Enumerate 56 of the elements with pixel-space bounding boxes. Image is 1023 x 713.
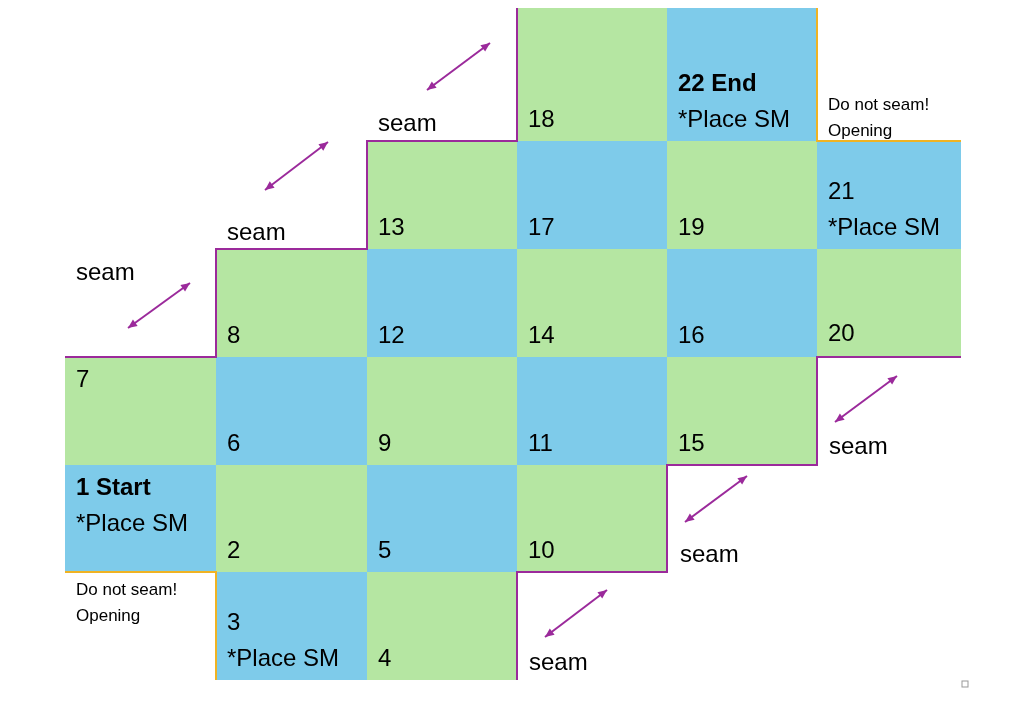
grid-square: [216, 357, 367, 465]
square-number: 17: [528, 212, 556, 242]
square-number: 2: [227, 535, 242, 565]
square-number: 22 End: [678, 68, 758, 98]
grid-square: [367, 249, 517, 357]
grid-square: [667, 357, 817, 465]
grid-square: [216, 572, 367, 680]
square-number: 9: [378, 428, 393, 458]
square-number: 15: [678, 428, 706, 458]
square-number: 11: [528, 428, 554, 458]
seam-label: seam: [227, 217, 286, 247]
square-note: *Place SM: [76, 508, 190, 538]
grid-square: [367, 141, 517, 249]
grid-square: [817, 141, 961, 249]
seam-label: seam: [680, 539, 739, 569]
square-note: *Place SM: [227, 643, 341, 673]
square-number: 6: [227, 428, 242, 458]
square-number: 21: [828, 176, 856, 206]
square-number: 5: [378, 535, 393, 565]
grid-square: [65, 465, 216, 572]
seam-label: seam: [378, 108, 437, 138]
square-number: 3: [227, 607, 242, 637]
grid-square: [517, 357, 667, 465]
square-number: 20: [828, 318, 856, 348]
square-note: *Place SM: [678, 104, 792, 134]
grid-square: [517, 8, 667, 141]
square-number: 14: [528, 320, 556, 350]
square-number: 16: [678, 320, 706, 350]
seam-label: seam: [529, 647, 588, 677]
square-number: 12: [378, 320, 406, 350]
square-number: 19: [678, 212, 706, 242]
square-number: 13: [378, 212, 406, 242]
grid-square: [817, 249, 961, 357]
grid-square: [517, 249, 667, 357]
seam-label: seam: [76, 257, 135, 287]
grid-square: [65, 357, 216, 465]
note-text: Do not seam! Opening: [828, 94, 931, 142]
square-number: 8: [227, 320, 242, 350]
square-number: 10: [528, 535, 556, 565]
seam-label: seam: [829, 431, 888, 461]
square-number: 4: [378, 643, 393, 673]
square-number: 1 Start: [76, 472, 152, 502]
grid-square: [367, 572, 517, 680]
grid-square: [517, 465, 667, 572]
grid-square: [216, 465, 367, 572]
square-number: 7: [76, 364, 91, 394]
square-note: *Place SM: [828, 212, 942, 242]
grid-square: [667, 249, 817, 357]
grid-square: [517, 141, 667, 249]
grid-square: [367, 465, 517, 572]
square-number: 18: [528, 104, 556, 134]
grid-square: [667, 8, 817, 141]
grid-square: [367, 357, 517, 465]
grid-square: [216, 249, 367, 357]
note-text: Do not seam! Opening: [76, 579, 179, 627]
grid-square: [667, 141, 817, 249]
